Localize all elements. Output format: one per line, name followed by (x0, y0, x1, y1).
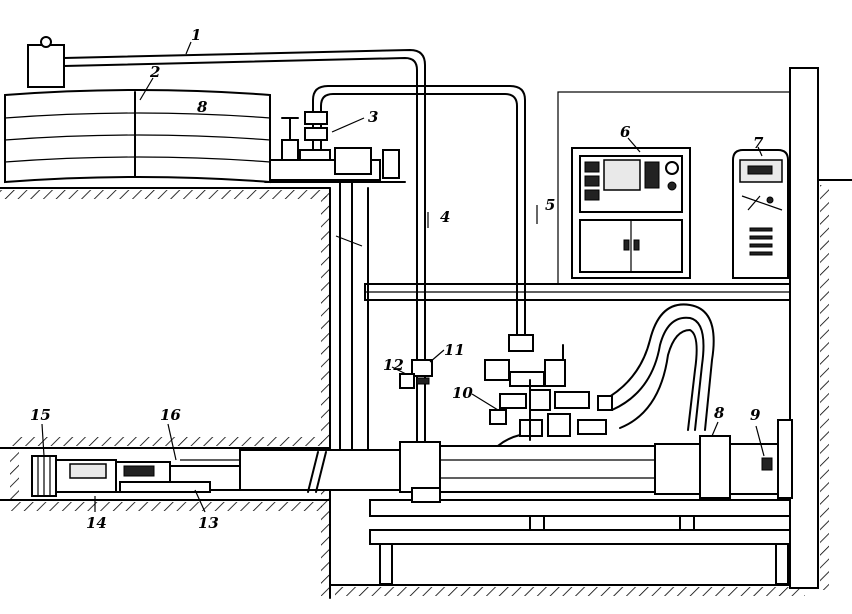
shaft-pipe (335, 179, 369, 456)
valve-assembly-3 (264, 111, 406, 183)
callout-7: 7 (753, 134, 764, 152)
callout-5: 5 (545, 196, 555, 214)
slurry-pipe-1 (63, 49, 426, 456)
callout-2: 2 (149, 63, 160, 81)
callout-13: 13 (198, 514, 219, 532)
leader-lines (41, 41, 765, 513)
tunnel (0, 437, 331, 511)
shaft-left-wall (321, 187, 331, 599)
power-cabinet-7 (732, 149, 789, 279)
callout-8-tank: 8 (197, 98, 208, 116)
control-room (364, 91, 791, 301)
callout-12: 12 (383, 356, 404, 374)
callout-16: 16 (160, 406, 181, 424)
jacking-machine (239, 419, 793, 503)
return-pipe (312, 85, 534, 352)
callout-9: 9 (750, 406, 761, 424)
callout-11: 11 (444, 341, 465, 359)
callout-10: 10 (452, 384, 473, 402)
callout-6: 6 (620, 123, 631, 141)
ground-surface (0, 187, 331, 199)
valve-cluster (399, 344, 613, 441)
control-console-6 (571, 147, 691, 279)
separation-tank (4, 36, 271, 184)
base-frame (369, 499, 791, 585)
callout-4: 4 (440, 208, 450, 226)
callout-1: 1 (191, 26, 201, 44)
callout-8-machine: 8 (714, 404, 725, 422)
callout-15: 15 (30, 406, 51, 424)
shaft-bottom (329, 584, 805, 596)
callout-3: 3 (368, 108, 378, 126)
boring-head (31, 455, 241, 497)
right-wall (789, 67, 852, 590)
callout-14: 14 (86, 514, 107, 532)
